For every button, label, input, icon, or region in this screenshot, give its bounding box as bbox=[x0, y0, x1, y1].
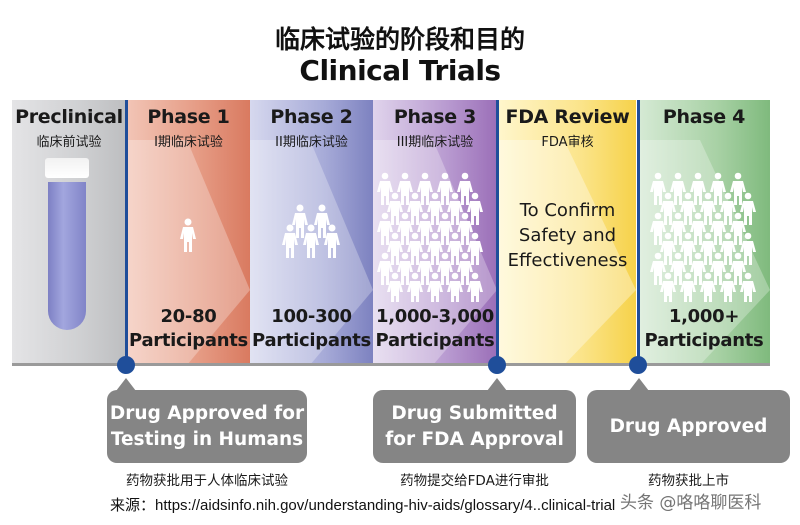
watermark: 头条 @咯咯聊医科 bbox=[620, 493, 762, 513]
person-icon bbox=[180, 218, 196, 252]
milestone-dot-icon bbox=[488, 356, 506, 374]
milestone-chinese-caption: 药物获批用于人体临床试验 bbox=[126, 473, 288, 489]
page-title-chinese: 临床试验的阶段和目的 bbox=[274, 25, 525, 54]
stage-chinese-name: 临床前试验 bbox=[36, 135, 102, 150]
stage-phase-4: Phase 4 1,000+Participants bbox=[638, 100, 770, 365]
milestone-chinese-caption: 药物提交给FDA进行审批 bbox=[400, 473, 549, 489]
timeline-baseline bbox=[12, 363, 770, 366]
stage-fda-review: FDA Review FDA审核 To Confirm Safety and E… bbox=[499, 100, 636, 365]
stage-name: Phase 1 bbox=[147, 106, 230, 128]
stage-chinese-name: II期临床试验 bbox=[275, 135, 348, 150]
crowd-icon bbox=[377, 172, 483, 302]
source-label: 来源： bbox=[110, 497, 156, 514]
milestone-dot-icon bbox=[629, 356, 647, 374]
stage-name: Preclinical bbox=[15, 106, 123, 128]
group-icon bbox=[282, 204, 340, 258]
milestone-divider-1 bbox=[125, 100, 128, 365]
fda-purpose-text: To Confirm Safety and Effectiveness bbox=[507, 200, 628, 271]
page-title-english: Clinical Trials bbox=[299, 54, 501, 87]
milestone-divider-2 bbox=[496, 100, 499, 365]
milestone-divider-3 bbox=[637, 100, 640, 365]
test-tube-icon bbox=[45, 158, 89, 333]
stage-name: Phase 4 bbox=[662, 106, 746, 128]
milestone-dot-icon bbox=[117, 356, 135, 374]
stage-name: Phase 2 bbox=[270, 106, 353, 128]
stage-chinese-name: FDA审核 bbox=[541, 135, 594, 150]
source-citation: 来源：https://aidsinfo.nih.gov/understandin… bbox=[110, 494, 615, 515]
source-url: https://aidsinfo.nih.gov/understanding-h… bbox=[155, 497, 616, 514]
stage-chinese-name: I期临床试验 bbox=[154, 135, 223, 150]
stage-chinese-name: III期临床试验 bbox=[396, 135, 474, 150]
milestone-callout-drug-approved: Drug Approved bbox=[587, 378, 790, 463]
milestone-chinese-caption: 药物获批上市 bbox=[648, 473, 729, 489]
stage-name: Phase 3 bbox=[393, 106, 477, 128]
stage-preclinical: Preclinical 临床前试验 bbox=[12, 100, 126, 365]
stage-name: FDA Review bbox=[505, 106, 630, 128]
crowd-icon bbox=[650, 172, 756, 302]
participant-count: 1,000+Participants bbox=[644, 306, 764, 351]
